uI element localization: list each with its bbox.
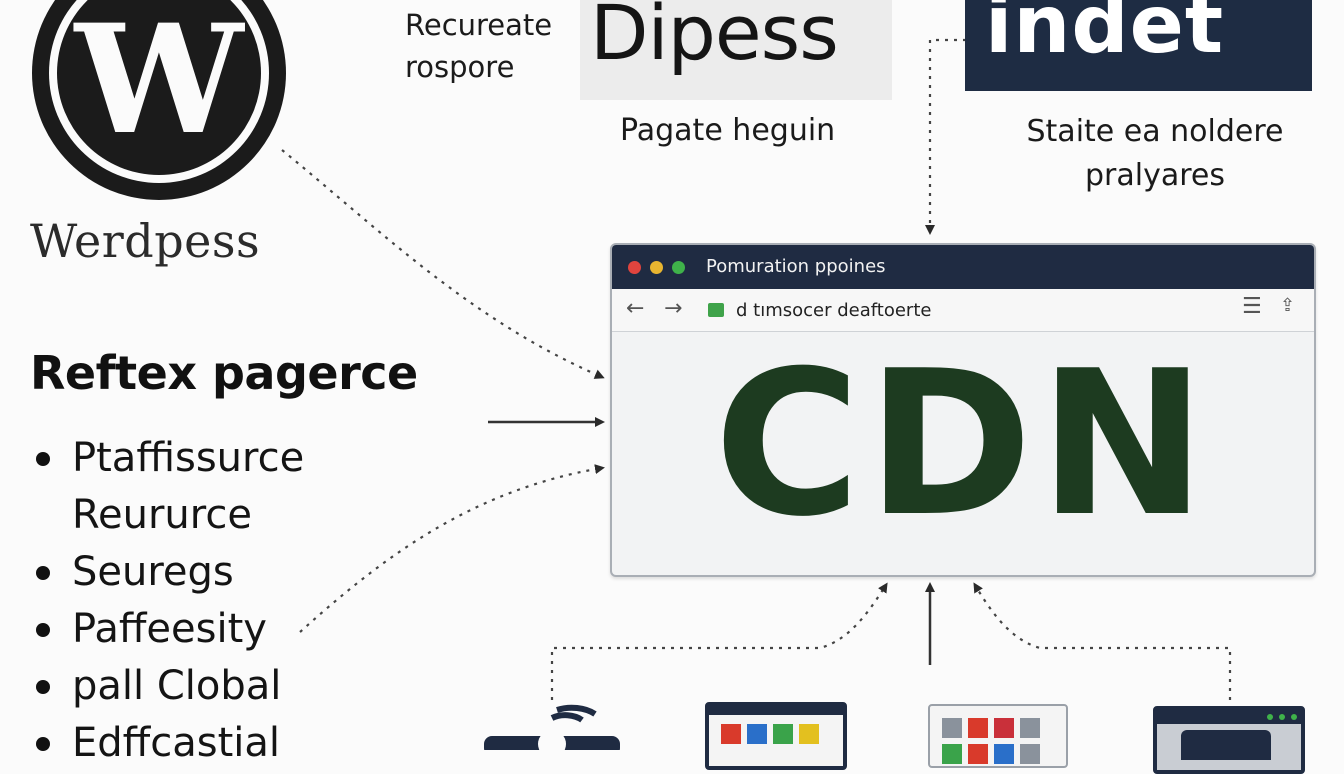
bullet-dot: [36, 680, 50, 694]
forward-arrow-icon[interactable]: →: [664, 296, 683, 321]
indet-card-text: indet: [985, 0, 1225, 71]
list-item: Edffcastial: [34, 715, 304, 772]
palette-window-icon: [705, 702, 847, 770]
feature-list: Ptaffissurce Reururce Seuregs Paffeesity…: [34, 430, 304, 772]
list-item: pall Clobal: [34, 658, 304, 715]
indet-label-line2: pralyares: [1085, 158, 1225, 193]
minimize-window-button[interactable]: [650, 261, 663, 274]
list-item: Paffeesity: [34, 601, 304, 658]
bullet-dot: [36, 623, 50, 637]
list-item: Reururce: [72, 492, 252, 538]
site-badge-icon: [708, 303, 724, 317]
maximize-window-button[interactable]: [672, 261, 685, 274]
arrow-camera-to-cdn: [550, 582, 888, 700]
dipess-card-text: Dipess: [590, 0, 839, 77]
indet-label: Staite ea noldere pralyares: [970, 110, 1340, 198]
top-caption: Recureate rospore: [405, 4, 552, 88]
list-item: Ptaffissurce: [34, 430, 304, 487]
indet-card: [965, 0, 1312, 91]
close-window-button[interactable]: [628, 261, 641, 274]
bullet-dot: [36, 737, 50, 751]
cdn-content: CDN: [713, 328, 1213, 561]
arrow-wp-to-cdn: [281, 149, 605, 379]
camera-icon: [484, 704, 620, 750]
share-icon[interactable]: ⇪: [1280, 295, 1296, 316]
brand-name: Werdpess: [30, 214, 261, 268]
browser-title: Pomuration ppoines: [706, 256, 886, 277]
arrow-list-to-cdn: [299, 464, 605, 633]
wordpress-logo-icon: W: [32, 0, 286, 200]
dipess-label: Pagate heguin: [620, 113, 836, 148]
indet-label-line1: Staite ea noldere: [1026, 114, 1284, 149]
menu-icon[interactable]: ☰: [1242, 294, 1262, 319]
list-item: Seuregs: [34, 544, 304, 601]
arrow-indet-to-browser: [925, 38, 966, 235]
top-caption-line2: rospore: [405, 50, 515, 84]
address-bar-url[interactable]: d tımsocer deaftoerte: [736, 300, 932, 321]
bullet-dot: [36, 566, 50, 580]
dark-window-icon: [1153, 706, 1305, 774]
back-arrow-icon[interactable]: ←: [626, 296, 645, 321]
browser-window: Pomuration ppoines ← → d tımsocer deafto…: [610, 243, 1316, 577]
dipess-card: [580, 0, 892, 100]
section-heading: Reftex pagerce: [30, 346, 418, 400]
top-caption-line1: Recureate: [405, 8, 553, 42]
wordpress-logo-letter: W: [73, 0, 246, 168]
browser-titlebar: Pomuration ppoines: [612, 245, 1314, 289]
bullet-dot: [36, 452, 50, 466]
browser-navbar: ← → d tımsocer deaftoerte ☰ ⇪: [612, 289, 1314, 332]
grid-window-icon: [928, 704, 1068, 768]
arrow-dark-to-cdn: [973, 582, 1232, 700]
connector-arrows: [281, 38, 1232, 700]
